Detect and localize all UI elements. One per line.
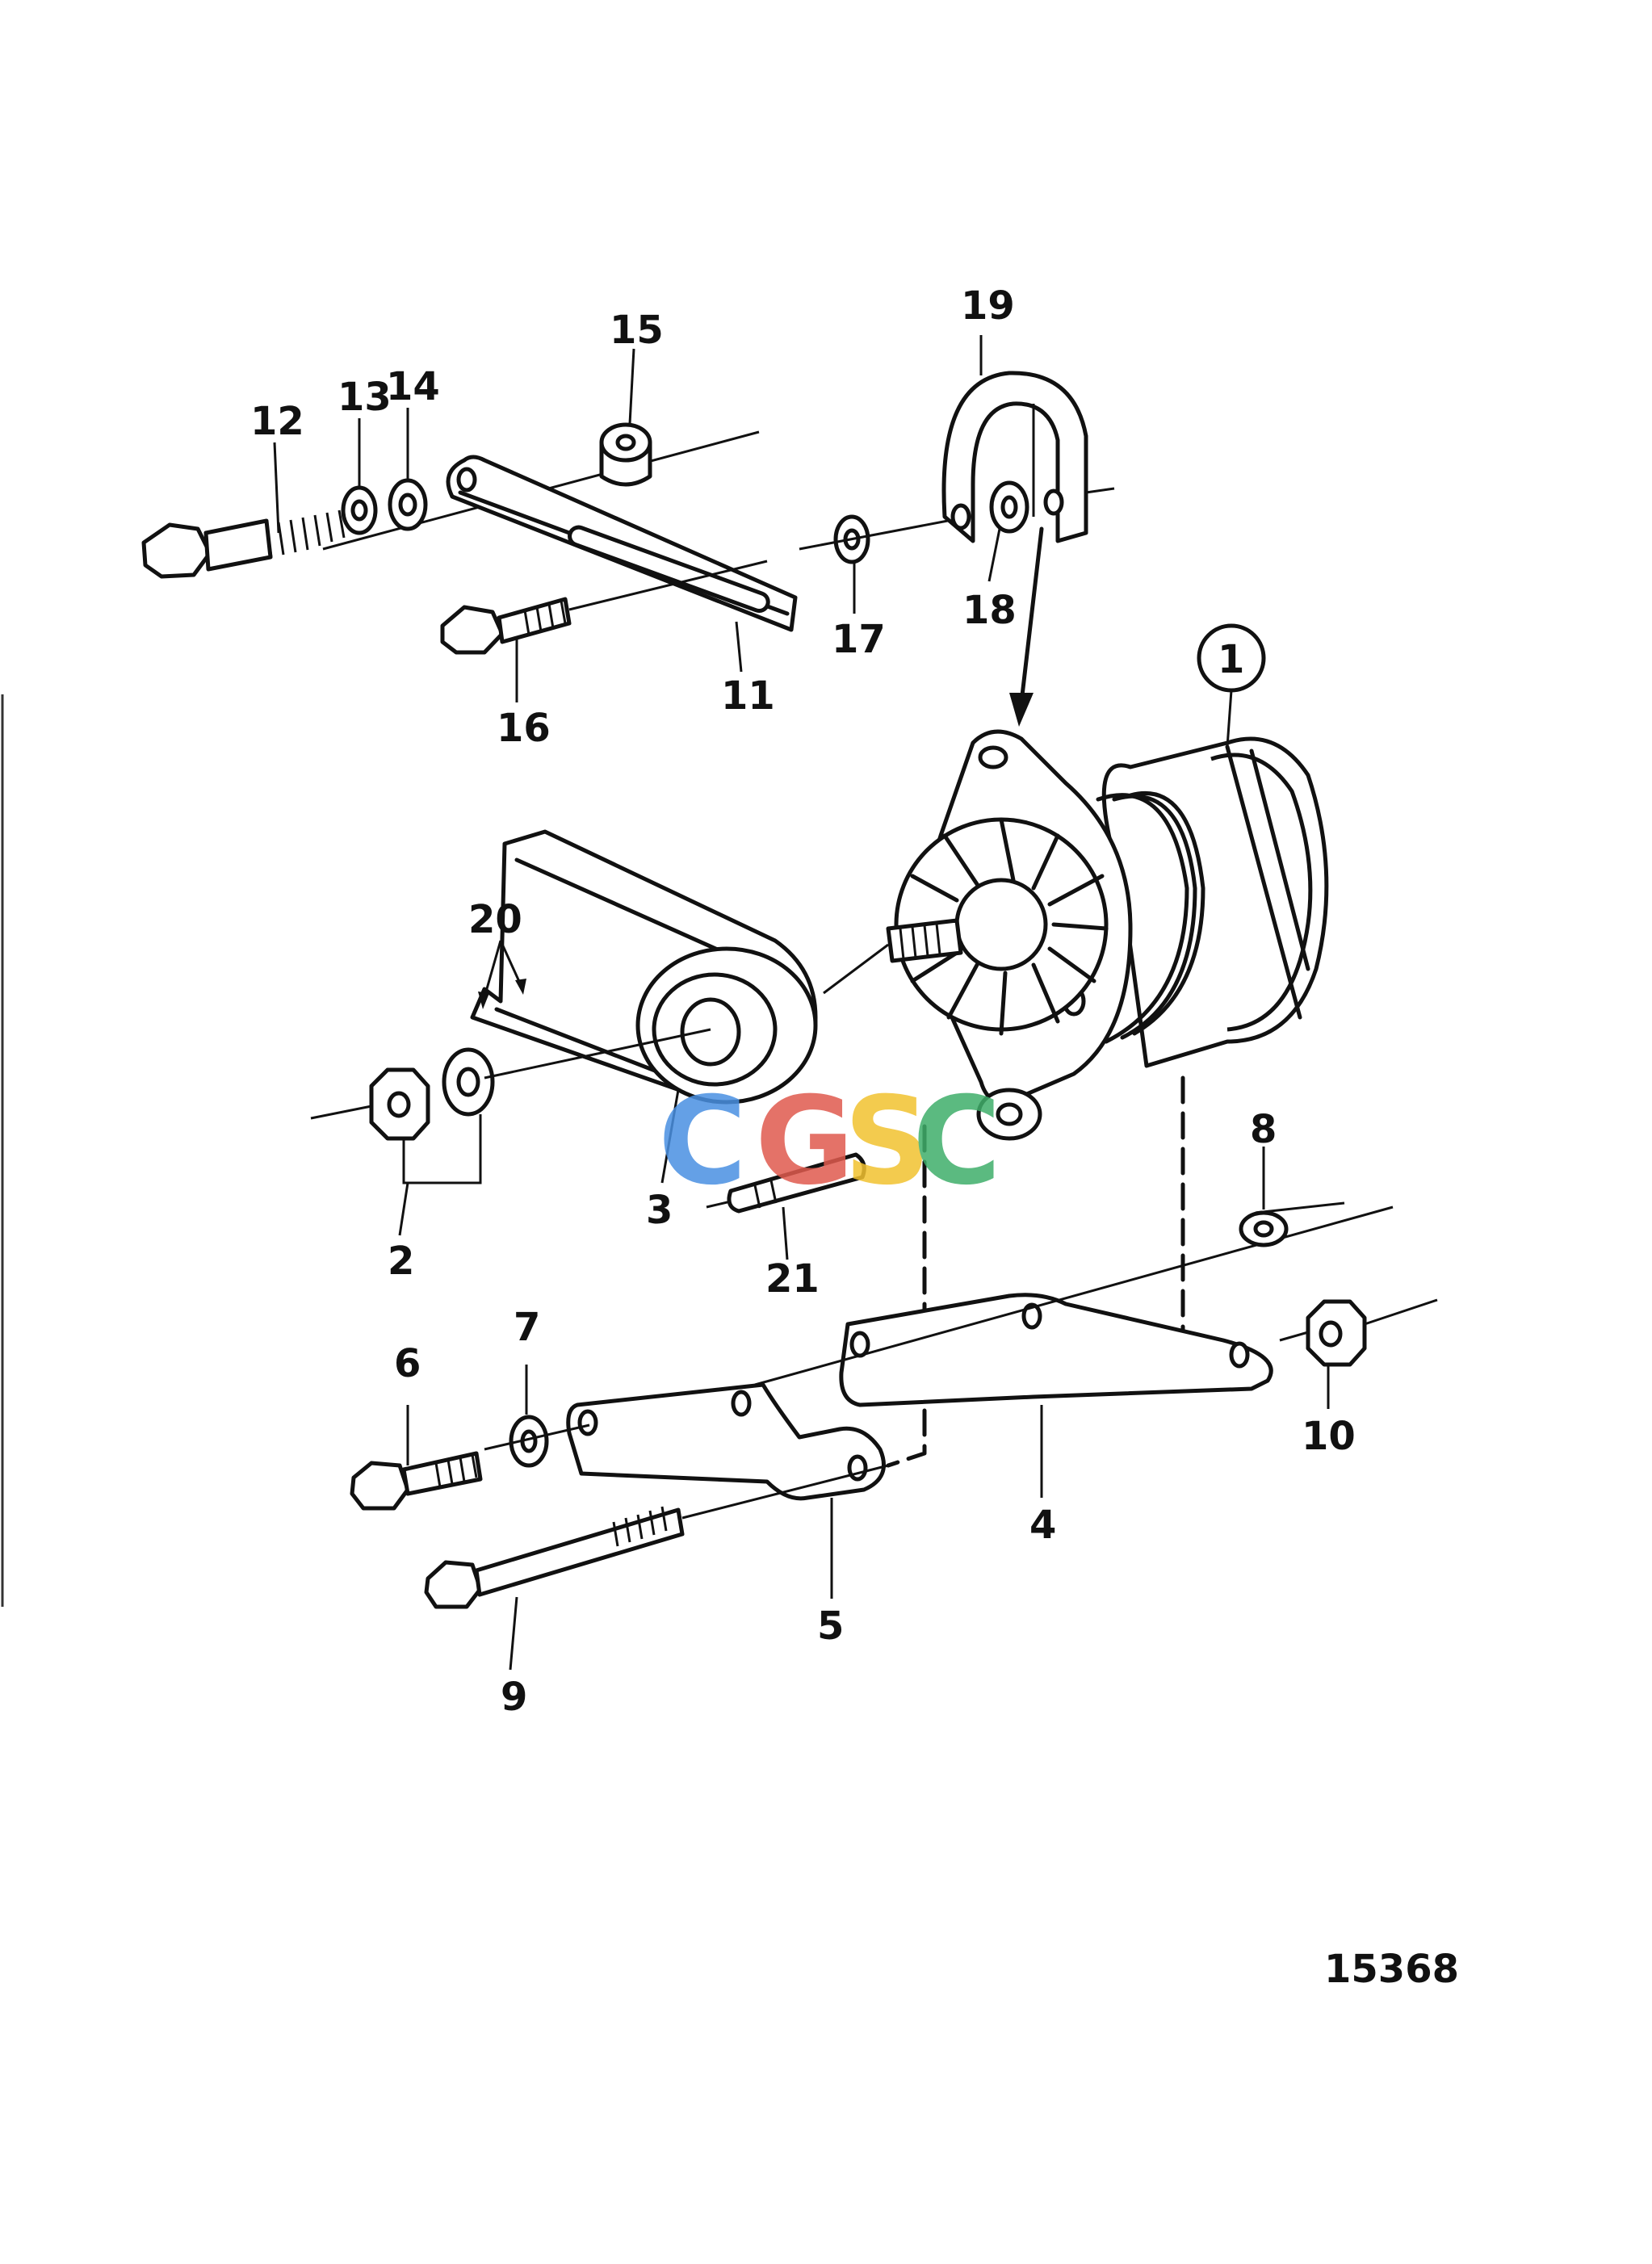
callout-3: 3 [646, 1188, 673, 1233]
bracket-4 [839, 1293, 1273, 1498]
alternator-fan [894, 817, 1109, 1036]
callout-11: 11 [721, 673, 775, 719]
nut-2 [369, 1067, 430, 1141]
callout-17: 17 [832, 617, 886, 662]
callout-16: 16 [497, 706, 551, 751]
callout-12: 12 [250, 399, 304, 444]
callout-18: 18 [962, 588, 1017, 633]
callout-7: 7 [514, 1305, 540, 1350]
spacer-15 [599, 422, 652, 487]
alternator-1 [823, 623, 1329, 1141]
callout-4: 4 [1029, 1503, 1056, 1548]
watermark-letter-1: C [658, 1071, 747, 1212]
callout-13: 13 [338, 375, 392, 420]
bracket-5 [566, 1382, 886, 1599]
adjusting-bracket-assembly [141, 348, 970, 702]
watermark-letter-3: S [844, 1071, 931, 1212]
callout-5: 5 [817, 1604, 844, 1649]
callout-9: 9 [501, 1675, 527, 1720]
u-bracket-19 [941, 335, 1115, 727]
watermark-letter-4: C [912, 1071, 1001, 1212]
callout-10: 10 [1302, 1414, 1356, 1459]
bolt-6 [350, 1405, 483, 1511]
callout-20: 20 [468, 897, 522, 942]
bolt-16 [440, 560, 768, 655]
washer-7 [484, 1365, 590, 1468]
callout-labels: 1 2 3 4 5 6 7 8 9 10 11 12 13 14 15 16 1… [250, 283, 1356, 1720]
callout-8: 8 [1250, 1107, 1277, 1152]
callout-6: 6 [394, 1341, 421, 1386]
callout-21: 21 [765, 1256, 820, 1302]
watermark-logo: C G S C [658, 1071, 1001, 1212]
nut-10 [1279, 1298, 1438, 1409]
pin-21 [706, 1152, 866, 1260]
figure-number: 15368 [1324, 1947, 1459, 1992]
bolt-12 [141, 509, 346, 579]
callout-19: 19 [961, 283, 1015, 329]
washer-8 [1239, 1147, 1289, 1247]
belt-20-and-pulley-3 [310, 829, 818, 1236]
bolt-9 [424, 1464, 889, 1671]
callout-15: 15 [610, 308, 664, 353]
washer-2 [442, 1047, 495, 1117]
callout-14: 14 [386, 364, 440, 409]
watermark-letter-2: G [755, 1071, 854, 1212]
callout-1: 1 [1218, 637, 1244, 682]
callout-2: 2 [388, 1239, 414, 1284]
